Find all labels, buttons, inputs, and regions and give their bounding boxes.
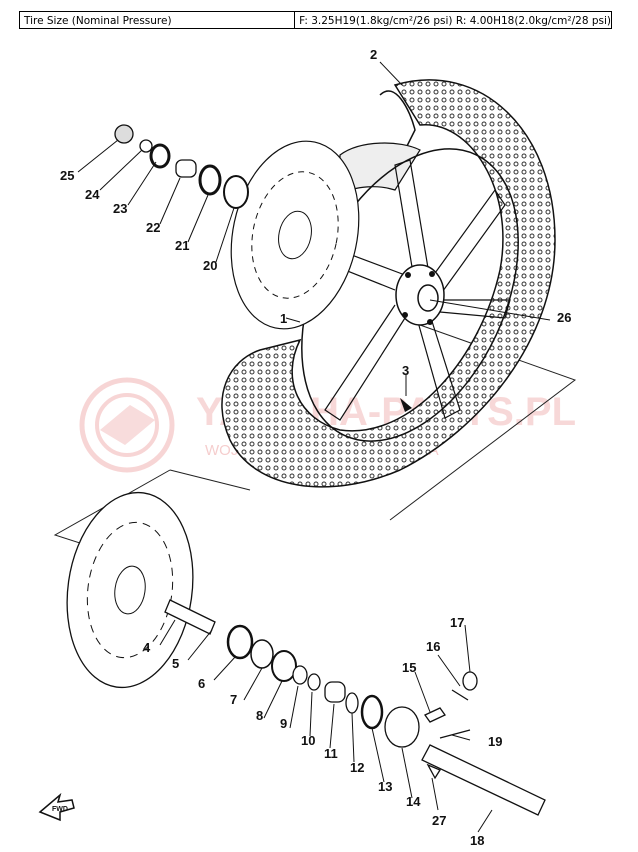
part-label-20: 20 <box>203 258 217 273</box>
part-label-1: 1 <box>280 311 287 326</box>
tire-size-header: Tire Size (Nominal Pressure) F: 3.25H19(… <box>19 11 612 29</box>
part-label-5: 5 <box>172 656 179 671</box>
part-label-4: 4 <box>143 640 151 655</box>
tire <box>221 79 556 488</box>
part-label-14: 14 <box>406 794 421 809</box>
part-number-labels: 2 1 3 26 25 24 23 22 21 20 4 5 6 7 8 9 1… <box>60 47 571 848</box>
main-wheel <box>221 79 556 488</box>
part-label-13: 13 <box>378 779 392 794</box>
part-label-3: 3 <box>402 363 409 378</box>
part-label-24: 24 <box>85 187 100 202</box>
part-label-12: 12 <box>350 760 364 775</box>
part-label-7: 7 <box>230 692 237 707</box>
part-label-10: 10 <box>301 733 315 748</box>
upper-brake-disc <box>230 140 360 330</box>
part-label-21: 21 <box>175 238 189 253</box>
bearing-stack-upper <box>114 124 249 209</box>
lower-brake-disc <box>66 491 194 689</box>
part-label-25: 25 <box>60 168 74 183</box>
part-label-17: 17 <box>450 615 464 630</box>
part-label-19: 19 <box>488 734 502 749</box>
part-label-6: 6 <box>198 676 205 691</box>
part-label-11: 11 <box>324 746 338 761</box>
tire-size-values: F: 3.25H19(1.8kg/cm²/26 psi) R: 4.00H18(… <box>299 15 611 27</box>
part-label-27: 27 <box>432 813 446 828</box>
part-label-26: 26 <box>557 310 571 325</box>
part-label-23: 23 <box>113 201 127 216</box>
axle-assembly <box>164 599 546 816</box>
part-label-15: 15 <box>402 660 416 675</box>
forward-label: FWD <box>52 806 68 813</box>
forward-arrow-icon: FWD <box>38 792 75 822</box>
part-label-8: 8 <box>256 708 263 723</box>
part-label-18: 18 <box>470 833 484 848</box>
part-label-22: 22 <box>146 220 160 235</box>
part-label-9: 9 <box>280 716 287 731</box>
part-label-2: 2 <box>370 47 377 62</box>
tire-size-label: Tire Size (Nominal Pressure) <box>20 12 296 28</box>
part-label-16: 16 <box>426 639 440 654</box>
leader-lines <box>77 61 551 833</box>
